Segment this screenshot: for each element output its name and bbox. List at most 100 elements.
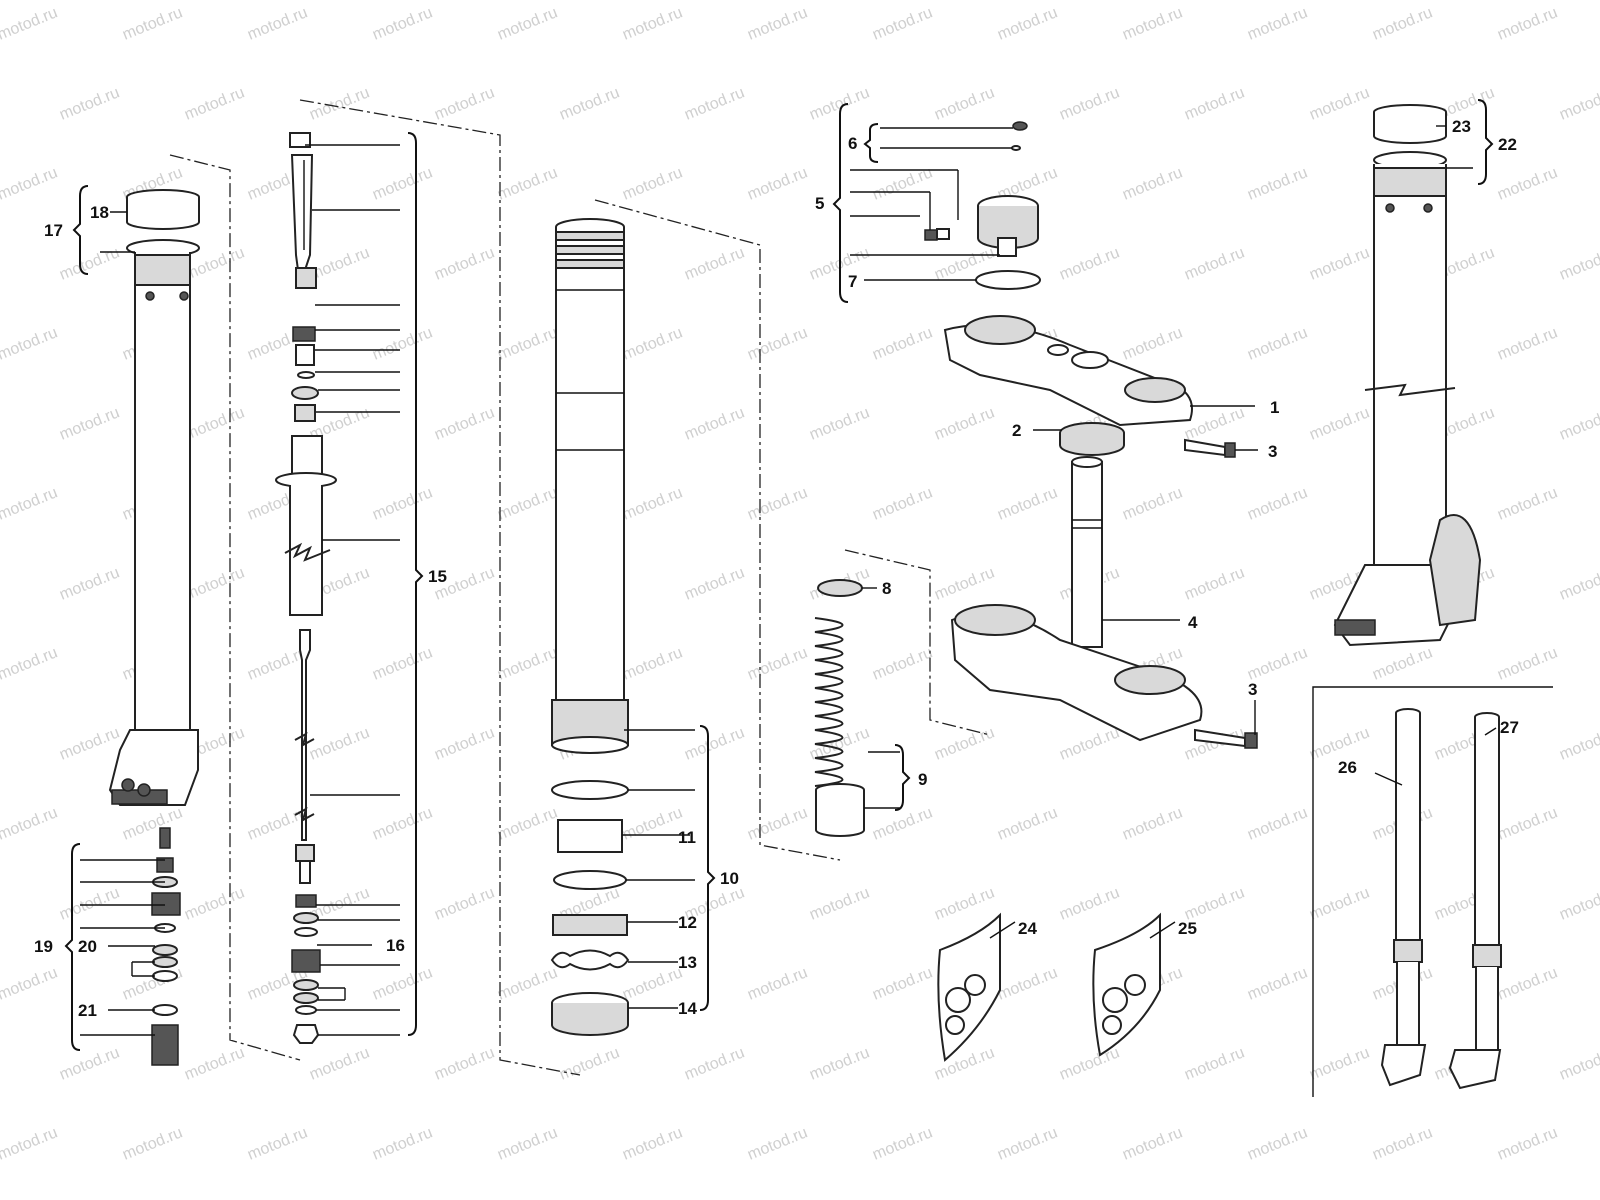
callout-1: 1: [1270, 398, 1279, 417]
watermark-text: motod.ru: [1307, 1044, 1372, 1083]
watermark-text: motod.ru: [682, 404, 747, 443]
watermark-text: motod.ru: [0, 484, 60, 523]
callout-21: 21: [78, 1001, 97, 1020]
watermark-text: motod.ru: [620, 164, 685, 203]
watermark-text: motod.ru: [495, 484, 560, 523]
watermark-text: motod.ru: [495, 324, 560, 363]
watermark-text: motod.ru: [745, 324, 810, 363]
watermark-text: motod.ru: [1120, 324, 1185, 363]
watermark-text: motod.ru: [995, 964, 1060, 1003]
watermark-text: motod.ru: [1057, 84, 1122, 123]
callout-17: 17: [44, 221, 63, 240]
watermark-text: motod.ru: [1495, 1124, 1560, 1163]
watermark-text: motod.ru: [1370, 644, 1435, 683]
callout-3-bottom: 3: [1248, 680, 1257, 699]
watermark-text: motod.ru: [1120, 1124, 1185, 1163]
watermark-text: motod.ru: [1245, 1124, 1310, 1163]
callout-5: 5: [815, 194, 824, 213]
watermark-text: motod.ru: [182, 404, 247, 443]
watermark-text: motod.ru: [745, 164, 810, 203]
watermark-text: motod.ru: [995, 804, 1060, 843]
watermark-text: motod.ru: [1245, 324, 1310, 363]
watermark-text: motod.ru: [307, 1044, 372, 1083]
watermark-text: motod.ru: [1557, 564, 1600, 603]
watermark-text: motod.ru: [1182, 244, 1247, 283]
callout-16: 16: [386, 936, 405, 955]
watermark-text: motod.ru: [1245, 484, 1310, 523]
watermark-text: motod.ru: [120, 964, 185, 1003]
watermark-text: motod.ru: [120, 1124, 185, 1163]
watermark-text: motod.ru: [1245, 164, 1310, 203]
watermark-text: motod.ru: [1557, 244, 1600, 283]
outer-tube-right: [1333, 104, 1482, 647]
damper-cartridge: [275, 99, 581, 1076]
watermark-text: motod.ru: [1307, 244, 1372, 283]
watermark-text: motod.ru: [1495, 164, 1560, 203]
watermark-text: motod.ru: [370, 804, 435, 843]
watermark-text: motod.ru: [57, 564, 122, 603]
watermark-text: motod.ru: [432, 1044, 497, 1083]
watermark-text: motod.ru: [432, 724, 497, 763]
watermark-text: motod.ru: [1307, 884, 1372, 923]
watermark-text: motod.ru: [1370, 4, 1435, 43]
watermark-text: motod.ru: [0, 644, 60, 683]
watermark-text: motod.ru: [307, 724, 372, 763]
watermark-text: motod.ru: [370, 1124, 435, 1163]
watermark-text: motod.ru: [1057, 884, 1122, 923]
watermark-text: motod.ru: [495, 964, 560, 1003]
watermark-text: motod.ru: [932, 1044, 997, 1083]
callout-22: 22: [1498, 135, 1517, 154]
spring-assembly: [814, 549, 991, 837]
callout-26: 26: [1338, 758, 1357, 777]
watermark-text: motod.ru: [370, 4, 435, 43]
watermark-text: motod.ru: [182, 1044, 247, 1083]
watermark-text: motod.ru: [120, 4, 185, 43]
watermark-text: motod.ru: [307, 84, 372, 123]
watermark-text: motod.ru: [870, 964, 935, 1003]
inner-tube-assembly: [550, 199, 841, 1036]
watermark-text: motod.ru: [807, 884, 872, 923]
watermark-text: motod.ru: [432, 244, 497, 283]
watermark-text: motod.ru: [620, 1124, 685, 1163]
watermark-text: motod.ru: [432, 84, 497, 123]
watermark-text: motod.ru: [932, 564, 997, 603]
watermark-text: motod.ru: [1557, 1044, 1600, 1083]
callout-11: 11: [678, 828, 696, 847]
watermark-text: motod.ru: [1245, 644, 1310, 683]
callout-2: 2: [1012, 421, 1021, 440]
watermark-text: motod.ru: [0, 164, 60, 203]
watermark-text: motod.ru: [745, 484, 810, 523]
leader-lines: [80, 125, 1497, 1036]
watermark-text: motod.ru: [1495, 644, 1560, 683]
callout-3-top: 3: [1268, 442, 1277, 461]
watermark-text: motod.ru: [1495, 324, 1560, 363]
watermark-text: motod.ru: [245, 1124, 310, 1163]
base-valve-parts: [151, 827, 181, 1066]
watermark-text: motod.ru: [620, 324, 685, 363]
watermark-text: motod.ru: [870, 324, 935, 363]
callout-6: 6: [848, 134, 857, 153]
watermark-text: motod.ru: [1557, 84, 1600, 123]
complete-fork-legs: [1312, 686, 1553, 1097]
bottom-triple-clamp: [950, 456, 1258, 749]
watermark-text: motod.ru: [1370, 1124, 1435, 1163]
watermark-text: motod.ru: [245, 4, 310, 43]
watermark-text: motod.ru: [1182, 884, 1247, 923]
watermark-text: motod.ru: [370, 484, 435, 523]
watermark-text: motod.ru: [995, 484, 1060, 523]
watermark-text: motod.ru: [1495, 804, 1560, 843]
watermark-text: motod.ru: [1245, 4, 1310, 43]
callout-19: 19: [34, 937, 53, 956]
watermark-text: motod.ru: [57, 84, 122, 123]
watermark-text: motod.ru: [1307, 404, 1372, 443]
watermark-text: motod.ru: [1245, 804, 1310, 843]
callout-9: 9: [918, 770, 927, 789]
watermark-text: motod.ru: [807, 404, 872, 443]
watermark-text: motod.ru: [682, 1044, 747, 1083]
watermark-text: motod.ru: [370, 644, 435, 683]
watermark-text: motod.ru: [995, 4, 1060, 43]
watermark-text: motod.ru: [870, 804, 935, 843]
watermark-text: motod.ru: [870, 4, 935, 43]
callout-12: 12: [678, 913, 697, 932]
